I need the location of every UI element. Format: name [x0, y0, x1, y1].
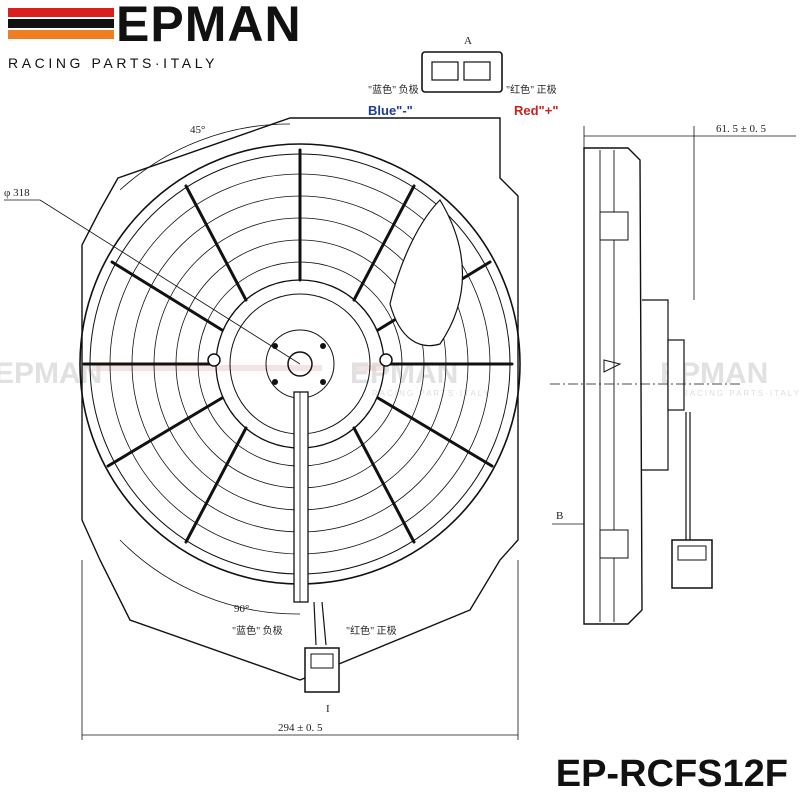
screw-hole: [272, 379, 278, 385]
width-label: 294 ± 0. 5: [278, 722, 323, 734]
wire-harness: [293, 391, 309, 603]
shroud-side: [583, 147, 643, 625]
side-view: 61. 5 ± 0. 5 B: [550, 123, 796, 625]
wire-blue: [313, 601, 317, 646]
connector-pin-blue: [431, 61, 459, 81]
connector-red-label: Red"+": [514, 103, 558, 118]
section-i-label: I: [326, 703, 330, 715]
section-b-label: B: [556, 510, 563, 522]
fan-blade: [389, 199, 463, 347]
watermark-tagline-center: RACING PARTS·ITALY: [372, 389, 491, 398]
flag-stripe-orange: [8, 30, 114, 39]
guard-spokes: [82, 148, 514, 544]
watermark-text-left: EPMAN: [0, 357, 102, 390]
connector-label: A: [464, 35, 472, 47]
mount-bolt: [207, 353, 221, 367]
brand-tagline: RACING PARTS·ITALY: [8, 55, 219, 71]
wire-blue-label: "蓝色" 负极: [232, 624, 283, 637]
brand-logo: EPMAN RACING PARTS·ITALY: [0, 0, 340, 80]
brand-name: EPMAN: [116, 0, 302, 52]
wire-red-label: "红色" 正极: [346, 624, 397, 637]
mount-bolt: [379, 353, 393, 367]
watermark-flag-stripe: [356, 365, 386, 371]
dimension-annotations: 45° 90° φ 318 294 ± 0. 5 I: [4, 123, 519, 740]
connector-blue-label: Blue"-": [368, 103, 413, 118]
wire-red: [321, 601, 327, 646]
screw-hole: [320, 379, 326, 385]
angle-arc-top: [119, 123, 291, 191]
motor-shaft: [287, 351, 313, 377]
front-view: "蓝色" 负极 "红色" 正极: [79, 117, 521, 693]
angle-arc-bottom: [119, 539, 301, 615]
connector-red-cn-label: "红色" 正极: [506, 83, 557, 96]
diameter-label: φ 318: [4, 187, 30, 199]
screw-hole: [320, 343, 326, 349]
angle-bottom-label: 90°: [234, 603, 249, 615]
depth-label: 61. 5 ± 0. 5: [716, 123, 767, 135]
flag-stripe-red: [8, 8, 114, 17]
flag-stripe-black: [8, 19, 114, 28]
angle-top-label: 45°: [190, 124, 205, 136]
connector-pin-red: [463, 61, 491, 81]
watermark-flag-stripe: [92, 365, 322, 371]
connector-blue-cn-label: "蓝色" 负极: [368, 83, 419, 96]
model-code: EP-RCFS12F: [555, 753, 788, 795]
watermark-tagline-right: RACING PARTS·ITALY: [682, 389, 800, 398]
connector-callout: A "蓝色" 负极 "红色" 正极 Blue"-" Red"+": [368, 35, 558, 118]
diameter-leader: [39, 199, 301, 365]
